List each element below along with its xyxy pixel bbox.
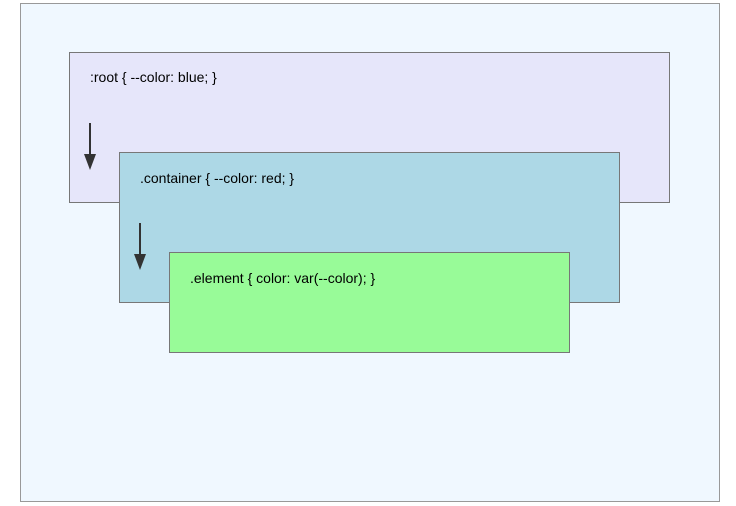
container-label: .container { --color: red; } [140,170,295,186]
element-label: .element { color: var(--color); } [190,270,376,286]
root-label: :root { --color: blue; } [90,69,217,85]
element-box: .element { color: var(--color); } [169,252,570,353]
